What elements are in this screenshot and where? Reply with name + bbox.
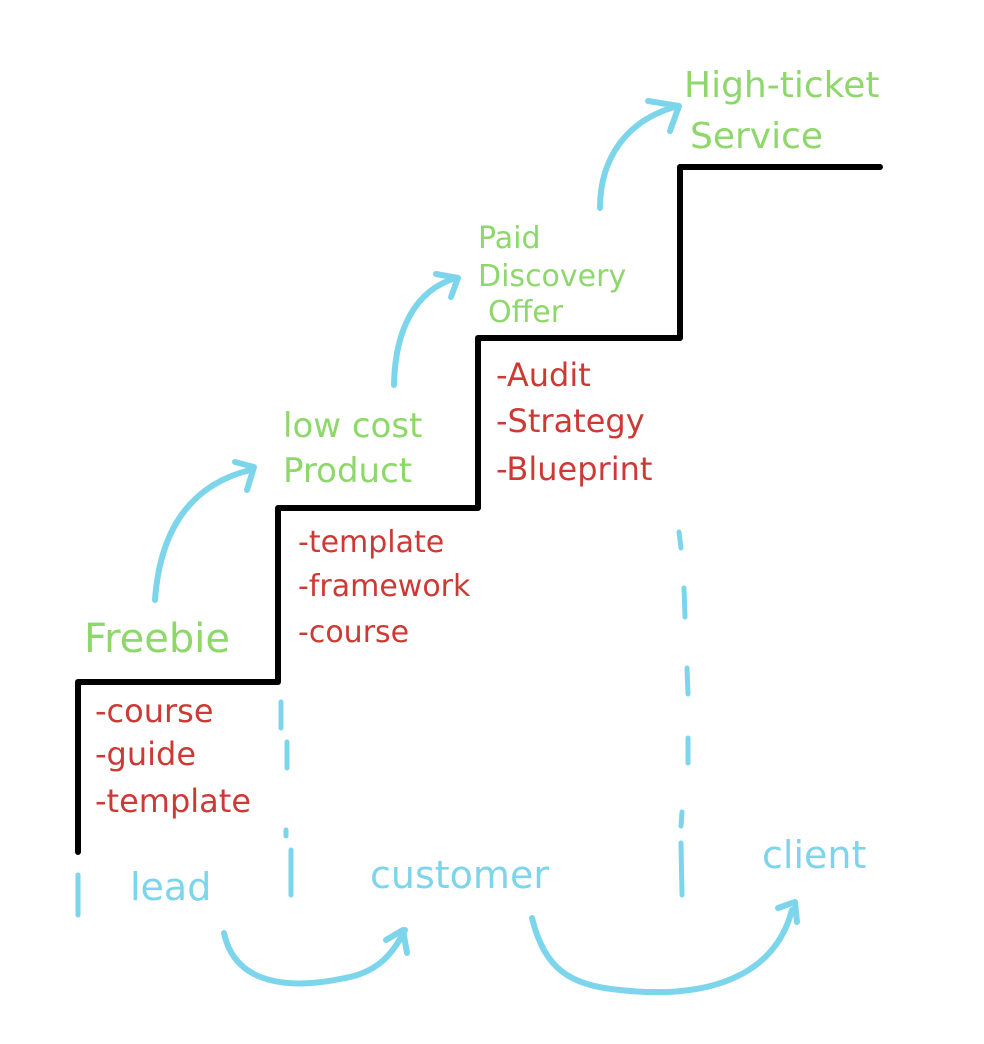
role-arrow-customer-to-client [529,899,800,996]
step1-item-guide: -guide [95,735,196,773]
step2-item-framework: -framework [298,569,471,604]
role-customer: customer [370,853,549,897]
step2-item-course: -course [298,615,409,650]
role-arrow-lead-to-customer [221,927,410,987]
step-title-high-ticket-line1: High-ticket [684,65,879,106]
step1-item-course: -course [95,692,214,730]
step-title-paid-line3: Offer [488,295,564,330]
step-title-paid-line2: Discovery [478,259,626,294]
step-title-low-cost-line1: low cost [283,406,422,446]
step3-item-blueprint: -Blueprint [496,450,652,488]
divider-lead-customer [278,699,294,898]
step-title-paid-line1: Paid [478,221,541,256]
step1-item-template: -template [95,782,251,820]
divider-customer-client [676,529,691,898]
step-arrow-1 [152,459,257,603]
step2-item-template: -template [298,525,444,560]
step-arrow-3 [597,98,682,211]
staircase-line [75,164,883,855]
step-arrow-2 [391,271,461,388]
step-title-low-cost-line2: Product [283,451,412,491]
role-client: client [762,833,866,877]
step-title-freebie: Freebie [84,616,230,662]
step3-item-strategy: -Strategy [496,402,645,440]
role-lead: lead [130,865,211,909]
step-title-high-ticket-line2: Service [690,116,823,157]
step3-item-audit: -Audit [496,356,591,394]
